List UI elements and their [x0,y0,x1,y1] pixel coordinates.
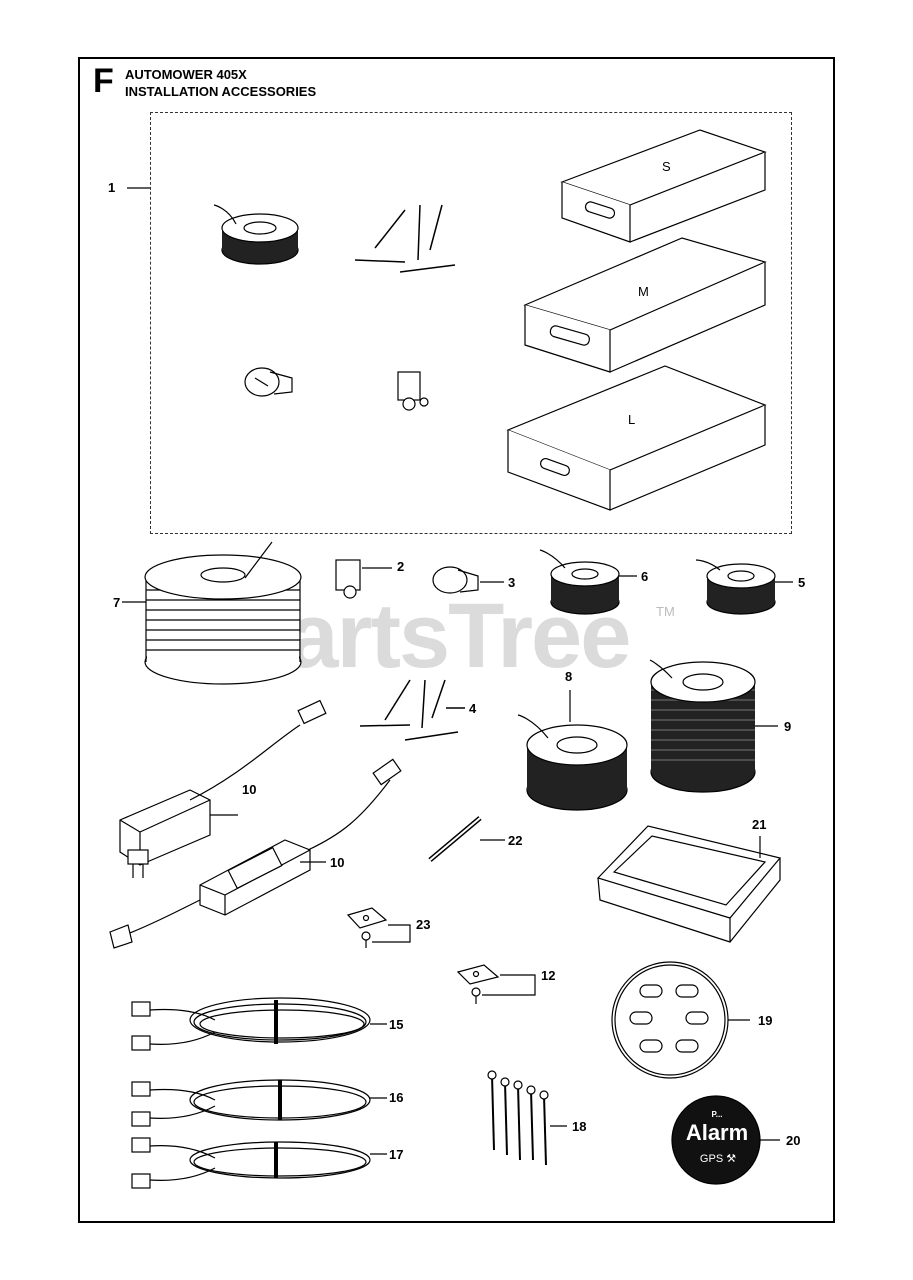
callout-16: 16 [389,1090,404,1105]
blade-12 [456,964,536,1004]
kit-wire-spool [213,204,299,265]
callout-18: 18 [572,1119,587,1134]
section-letter: F [93,62,114,100]
coupler-2 [335,559,392,599]
callout-1: 1 [108,180,116,195]
callout-7: 7 [113,595,121,610]
callout-15: 15 [389,1017,404,1032]
anti-slip-disc-19 [611,961,750,1079]
power-supply-10b [109,758,402,949]
alarm-badge-20 [671,1095,780,1185]
callout-2: 2 [397,559,405,574]
box-size-small: S [662,159,671,174]
alarm-badge-gps-text: GPS ⚒ [699,1153,737,1165]
box-small [560,129,767,243]
callout-10b: 10 [330,855,345,870]
callout-3: 3 [508,575,516,590]
power-supply-10a [119,699,327,878]
callout-10a: 10 [242,782,257,797]
extension-cable-17 [131,1137,387,1189]
spool-6 [539,549,637,615]
callout-5: 5 [798,575,806,590]
box-large [506,365,767,511]
pegs-4 [359,679,465,741]
callout-9: 9 [784,719,792,734]
extension-cable-15 [131,997,387,1051]
kit-pegs [354,204,456,273]
connector-3 [432,566,504,594]
alarm-badge-top-text: P... [711,1110,723,1119]
spool-5 [695,559,793,615]
extension-cable-16 [131,1079,387,1127]
callout-6: 6 [641,569,649,584]
diagram-subtitle: INSTALLATION ACCESSORIES [125,84,317,99]
callout-22: 22 [508,833,523,848]
box-size-medium: M [638,284,649,299]
screws-18 [487,1070,567,1166]
callout-12: 12 [541,968,556,983]
watermark-tm: TM [656,604,675,619]
kit-connector [244,367,293,397]
alarm-badge-title: Alarm [685,1120,749,1145]
kit-coupler [397,371,429,411]
box-medium [523,237,767,373]
diagram-frame [78,57,835,1223]
callout-19: 19 [758,1013,773,1028]
storage-case-21 [596,825,782,943]
callout-21: 21 [752,817,767,832]
callout-23: 23 [416,917,431,932]
installation-kit-group [150,112,792,534]
callout-17: 17 [389,1147,404,1162]
callout-4: 4 [469,701,477,716]
spool-8 [517,690,628,811]
diagram-title: AUTOMOWER 405X [125,67,247,82]
callout-8: 8 [565,669,573,684]
large-wire-spool [144,541,302,685]
box-size-large: L [628,412,636,427]
callout-20: 20 [786,1133,801,1148]
screw-bit-22 [428,816,505,862]
blade-23 [346,907,411,948]
spool-9 [649,659,778,793]
